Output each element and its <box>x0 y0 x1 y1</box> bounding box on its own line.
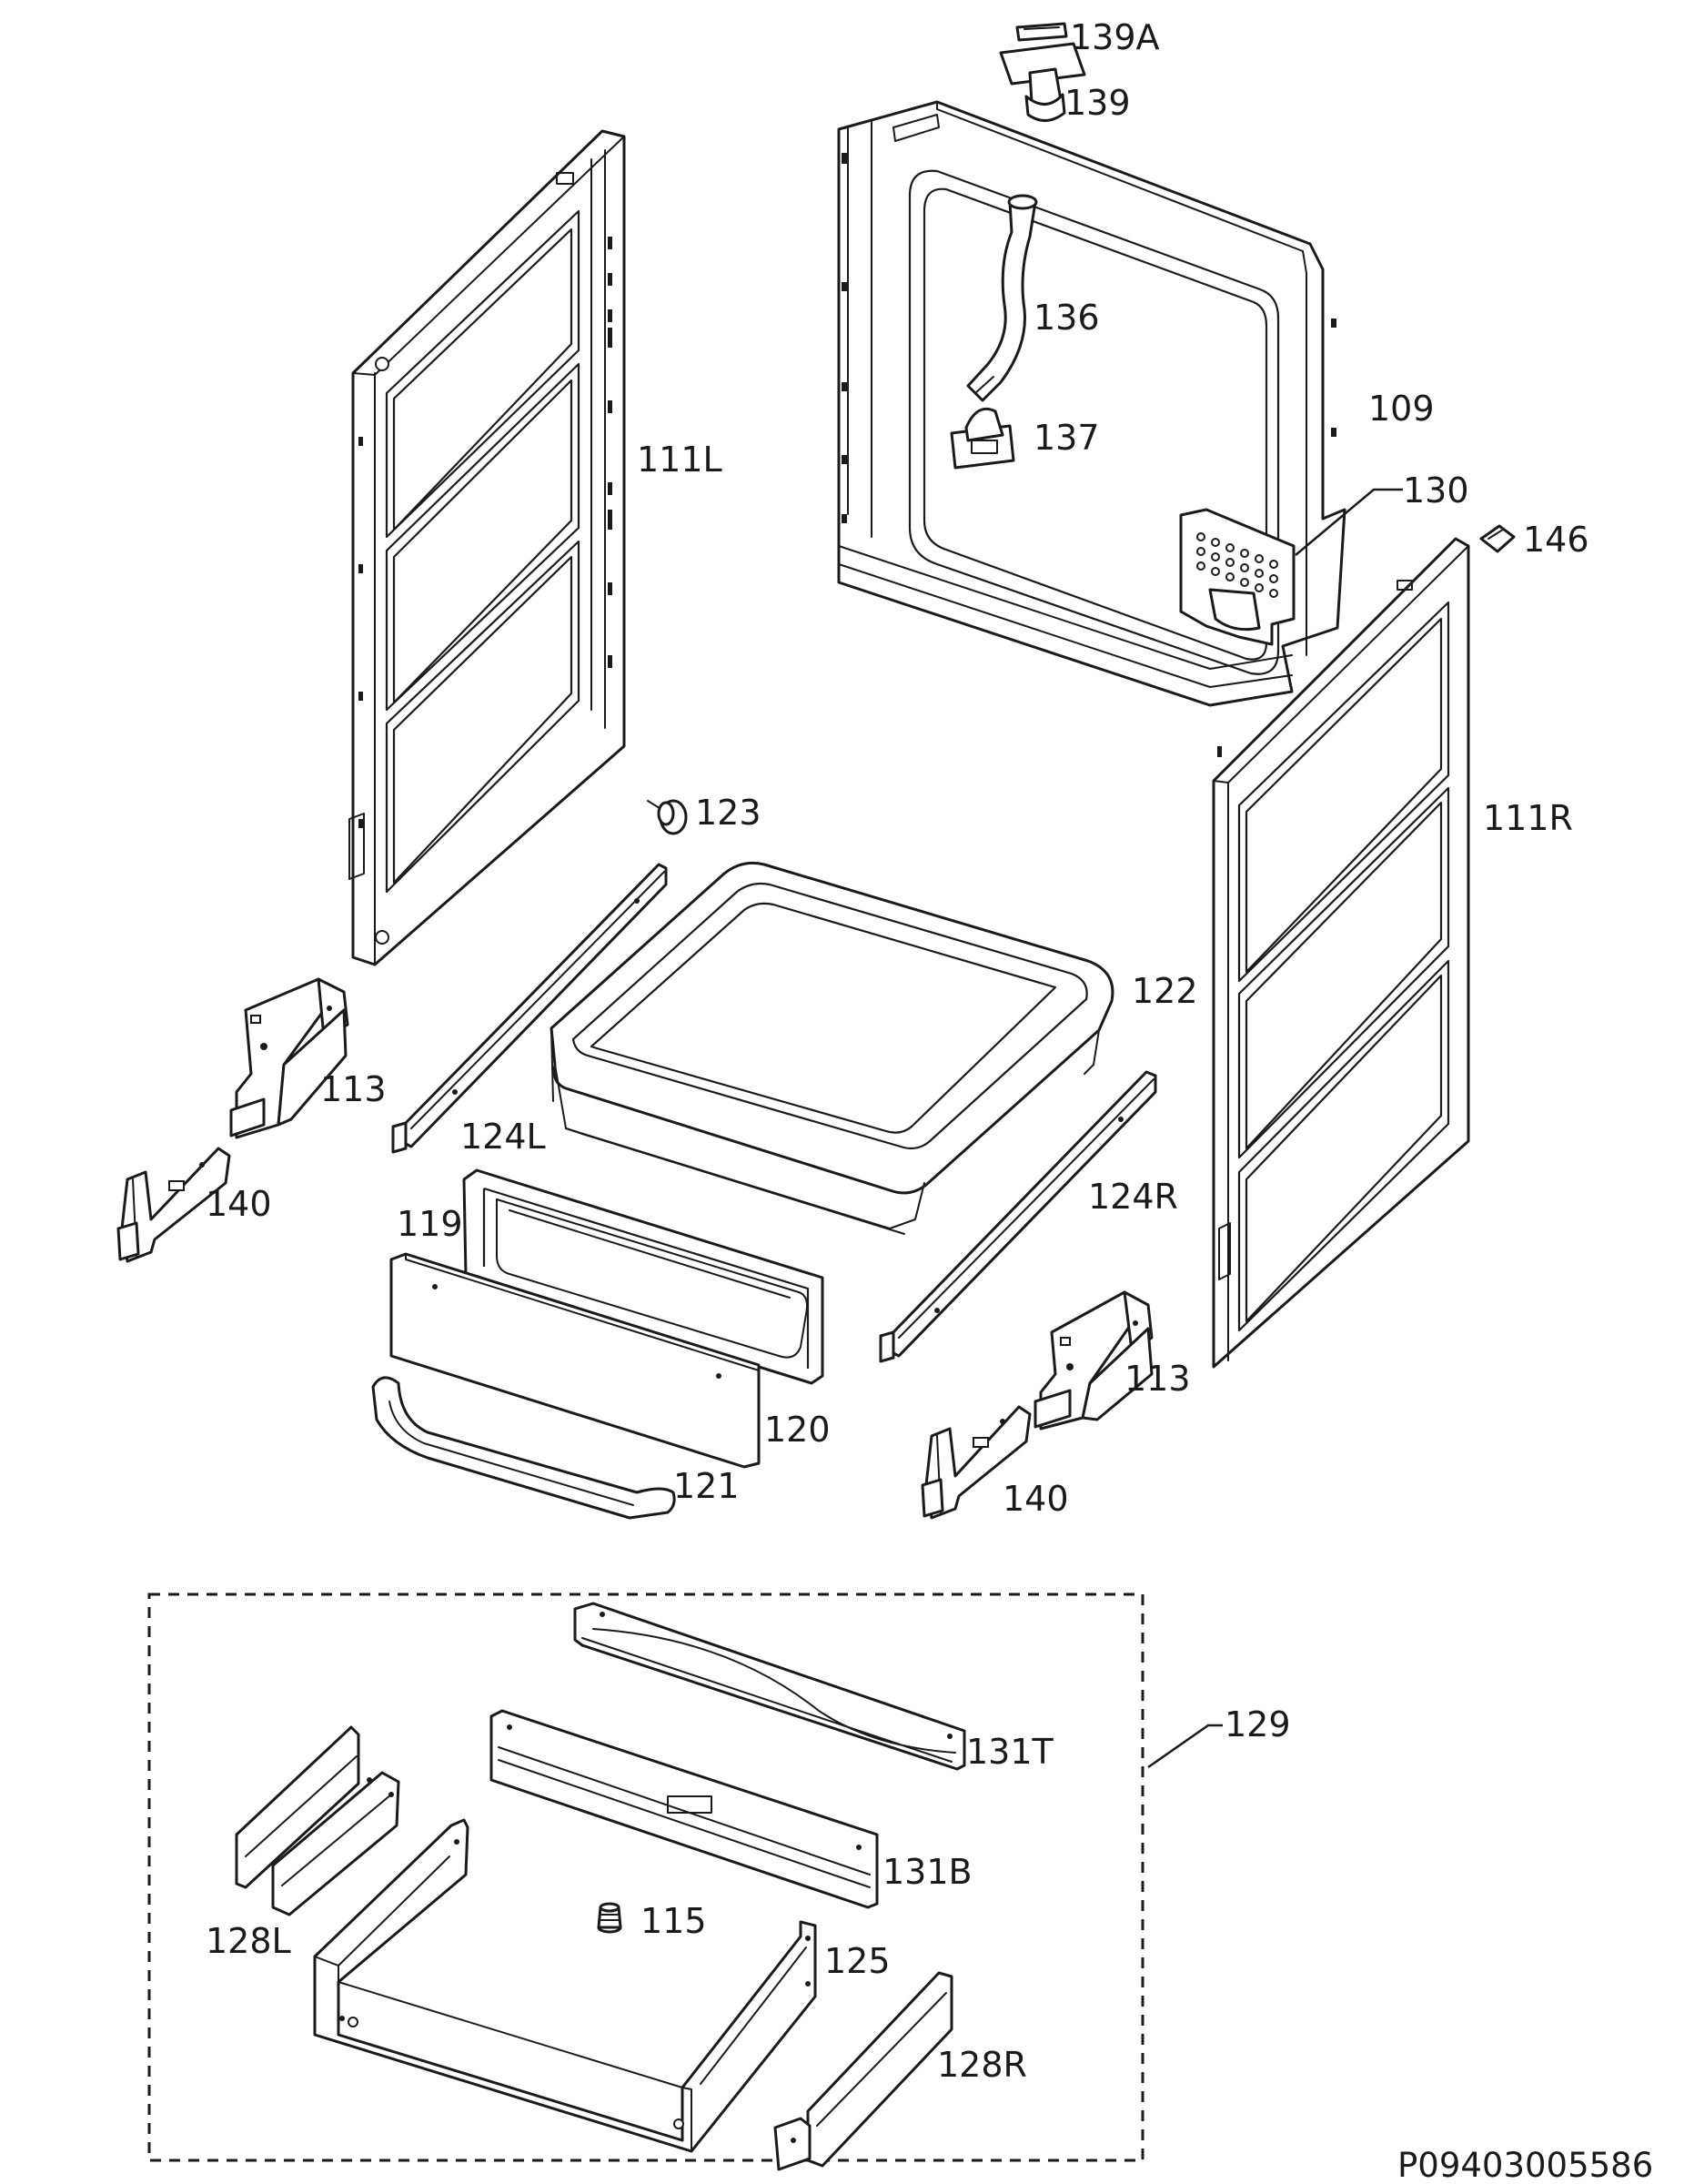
part-131B-bottom-rail[interactable] <box>489 1709 879 1909</box>
part-136-hose[interactable] <box>966 194 1038 402</box>
part-120-drawer-front-panel[interactable] <box>389 1252 761 1469</box>
label-123: 123 <box>695 793 761 833</box>
part-137-seal[interactable] <box>950 407 1015 470</box>
label-136: 136 <box>1034 298 1100 338</box>
part-140-hinge-right[interactable] <box>921 1405 1032 1520</box>
label-128R: 128R <box>937 2045 1027 2085</box>
part-111R-right-side-panel[interactable] <box>1212 537 1470 1369</box>
part-121-handle[interactable] <box>371 1376 676 1520</box>
label-137: 137 <box>1034 418 1100 458</box>
label-146: 146 <box>1523 520 1589 560</box>
part-139A-clip[interactable] <box>1015 22 1068 42</box>
label-125: 125 <box>824 1941 891 1981</box>
label-119: 119 <box>397 1204 463 1244</box>
label-113-left: 113 <box>320 1069 387 1109</box>
label-139: 139 <box>1064 83 1131 123</box>
kit-129-leader <box>1147 1724 1223 1769</box>
label-113-right: 113 <box>1124 1359 1191 1399</box>
part-123-knob[interactable] <box>647 799 688 835</box>
part-128L-left-runner[interactable] <box>235 1725 400 1916</box>
label-124R: 124R <box>1088 1177 1178 1217</box>
part-113-hinge-bracket-right[interactable] <box>1034 1290 1154 1431</box>
label-128L: 128L <box>206 1921 291 1961</box>
diagram-reference-code: P09403005586 <box>1397 2146 1653 2184</box>
part-128R-right-runner[interactable] <box>773 1971 953 2171</box>
label-120: 120 <box>764 1410 831 1450</box>
label-111R: 111R <box>1483 798 1573 838</box>
part-139-vent-outlet[interactable] <box>999 42 1086 122</box>
label-129: 129 <box>1225 1704 1291 1744</box>
label-115: 115 <box>640 1901 707 1941</box>
part-122-drawer-tray[interactable] <box>550 861 1114 1235</box>
part-130-leader <box>1295 488 1403 556</box>
label-109: 109 <box>1368 389 1435 429</box>
kit-129-boundary <box>147 1592 1145 2162</box>
label-140-right: 140 <box>1003 1479 1069 1519</box>
part-115-foot[interactable] <box>597 1902 622 1934</box>
label-139A: 139A <box>1070 17 1160 57</box>
label-131B: 131B <box>882 1852 973 1892</box>
label-130: 130 <box>1403 470 1469 511</box>
part-113-hinge-bracket-left[interactable] <box>229 977 349 1139</box>
part-146-clip[interactable] <box>1479 524 1516 553</box>
label-122: 122 <box>1132 971 1198 1011</box>
label-121: 121 <box>673 1466 740 1506</box>
part-124L-left-rail[interactable] <box>391 863 668 1154</box>
part-140-hinge-left[interactable] <box>116 1147 231 1263</box>
part-125-base-frame[interactable] <box>313 1818 817 2153</box>
label-111L: 111L <box>637 440 722 480</box>
part-130-rear-cover[interactable] <box>1179 508 1296 646</box>
part-124R-right-rail[interactable] <box>879 1070 1157 1363</box>
part-111L-left-side-panel[interactable] <box>348 129 626 966</box>
part-131T-top-rail[interactable] <box>573 1602 966 1771</box>
label-140-left: 140 <box>206 1184 272 1224</box>
label-131T: 131T <box>966 1732 1054 1772</box>
label-124L: 124L <box>460 1117 546 1157</box>
